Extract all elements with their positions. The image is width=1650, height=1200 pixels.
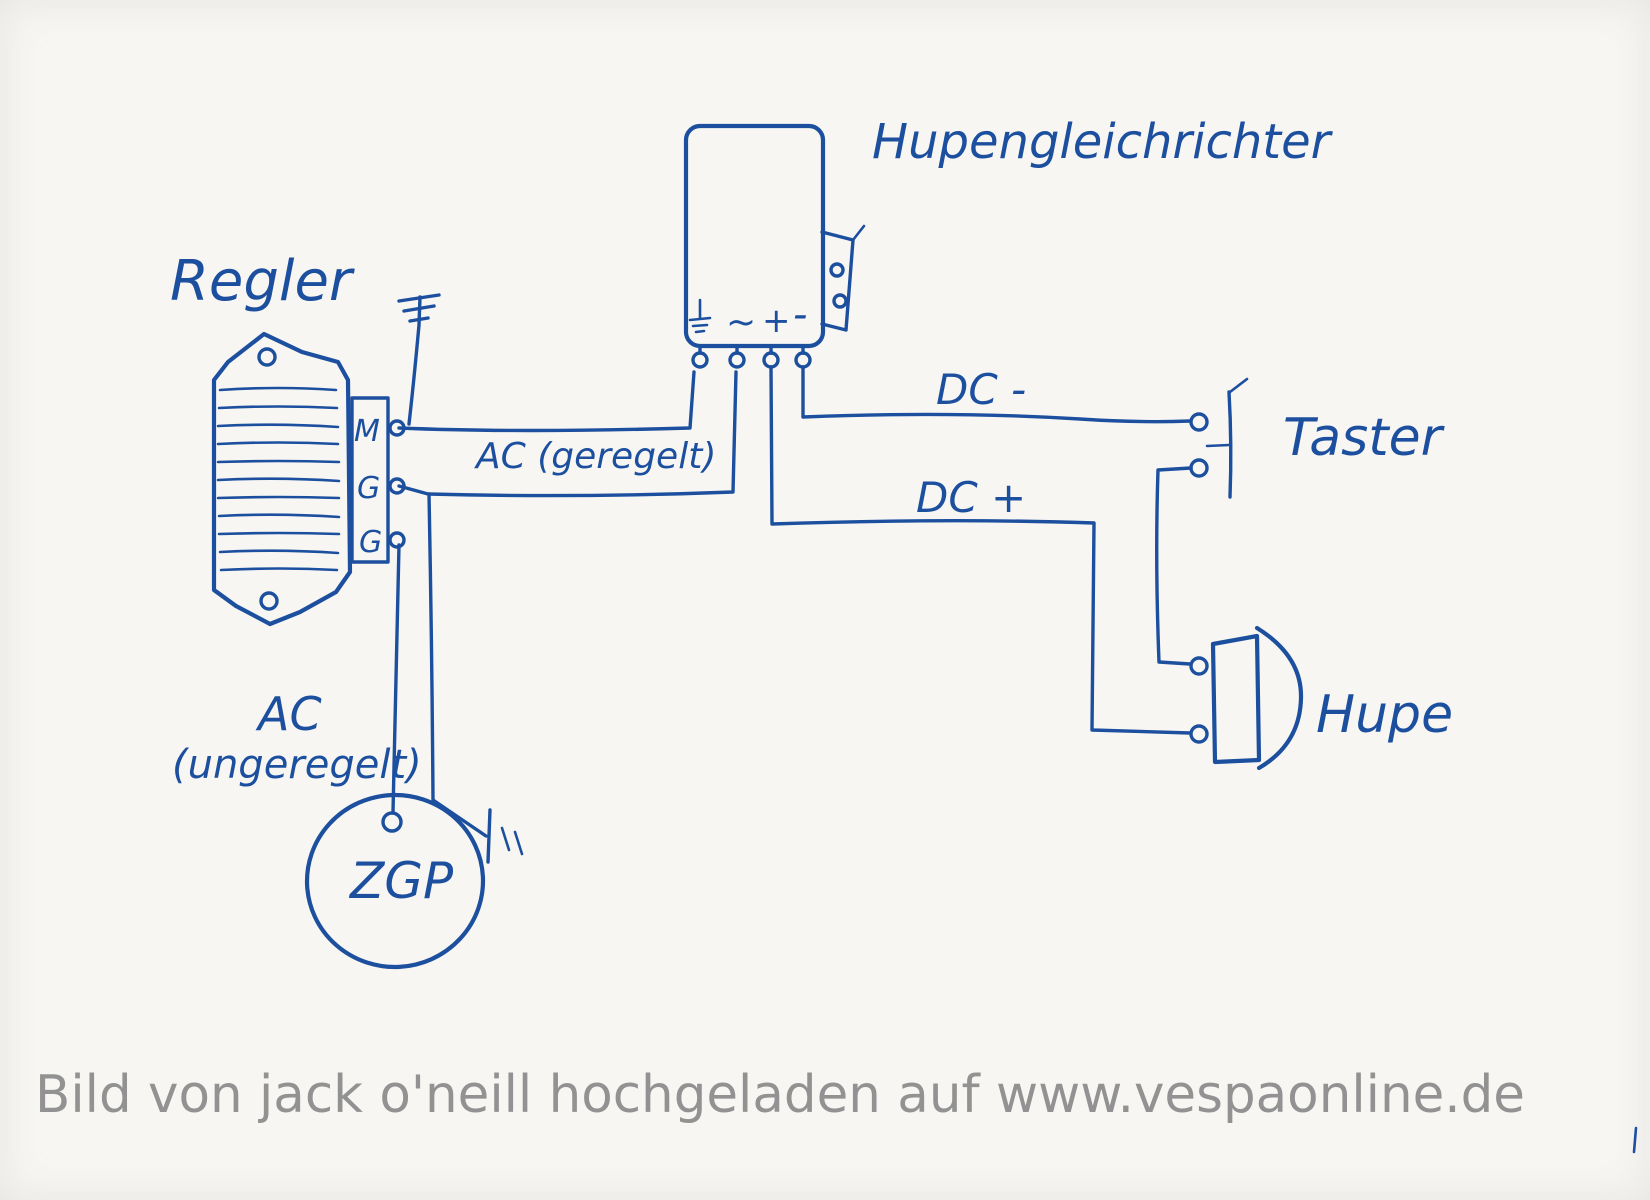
rectifier-terminal-4 — [794, 351, 812, 369]
regler-terminal-strip — [350, 396, 390, 564]
wire-ac-2 — [397, 370, 738, 498]
rectifier-minus-symbol: - — [793, 292, 807, 338]
hupe-label: Hupe — [1316, 685, 1453, 745]
wire-dc-minus — [801, 365, 1192, 424]
wires-ac-regulated — [397, 370, 738, 498]
taster-bar — [1227, 390, 1233, 499]
zgp-terminal — [381, 811, 403, 833]
dc-minus-label: DC - — [936, 365, 1026, 414]
wires-ac-unregulated — [391, 492, 488, 838]
taster-component: Taster — [1189, 377, 1446, 499]
taster-label: Taster — [1283, 408, 1446, 468]
rectifier-tab-hole-2 — [832, 293, 848, 309]
rectifier-side-tick — [851, 224, 866, 242]
ground-icon-top — [397, 293, 441, 426]
ac-unregulated-label-1: AC — [255, 687, 322, 741]
regler-label: Regler — [170, 249, 355, 314]
hupe-terminal-top — [1189, 656, 1209, 676]
rectifier-component: ~ + - Hupengleichrichter — [683, 114, 1334, 369]
wire-zgp-1 — [391, 543, 401, 814]
zgp-body — [304, 792, 486, 970]
hupe-terminal-bottom — [1189, 724, 1209, 744]
rectifier-plus-symbol: + — [762, 301, 791, 341]
ac-regulated-label: AC (geregelt) — [474, 436, 716, 477]
rectifier-terminal-2 — [728, 351, 746, 369]
dc-plus-label: DC + — [916, 473, 1026, 522]
rectifier-terminal-3 — [762, 351, 780, 369]
regler-mount-hole-bottom — [259, 591, 279, 611]
wire-ac-1 — [397, 370, 696, 433]
rectifier-label: Hupengleichrichter — [872, 114, 1334, 170]
regler-hatching — [216, 386, 341, 572]
regler-terminal-g1-label: G — [357, 471, 380, 506]
regler-terminal-m-label: M — [354, 414, 380, 449]
hupe-component: Hupe — [1189, 625, 1453, 771]
taster-mid-tick — [1205, 443, 1231, 448]
wire-zgp-2 — [427, 492, 488, 838]
rectifier-terminal-1 — [691, 351, 709, 369]
ac-unregulated-label-2: (ungeregelt) — [172, 742, 422, 788]
regler-terminal-g2-label: G — [359, 525, 382, 560]
rectifier-side-tab — [820, 230, 855, 332]
regler-body — [211, 331, 353, 627]
scan-artifact-mark — [1632, 1126, 1638, 1154]
ground-icon-rectifier — [688, 298, 712, 334]
taster-terminal-top — [1189, 412, 1209, 432]
zgp-label: ZGP — [348, 852, 454, 910]
regler-terminal-g2 — [388, 531, 406, 549]
rectifier-ac-symbol: ~ — [726, 302, 756, 343]
regler-component: M G G Regler — [170, 249, 406, 627]
hupe-dome — [1254, 625, 1304, 771]
regler-mount-hole-top — [257, 347, 277, 367]
hupe-body — [1210, 633, 1262, 765]
watermark-text: Bild von jack o'neill hochgeladen auf ww… — [35, 1065, 1525, 1125]
ground-icon-zgp — [486, 808, 524, 864]
wire-taster-to-hupe — [1155, 466, 1193, 666]
wire-dc-plus — [769, 365, 1192, 735]
taster-top-tick — [1228, 377, 1249, 394]
zgp-component: ZGP — [304, 792, 486, 970]
taster-terminal-bottom — [1189, 458, 1209, 478]
rectifier-tab-hole-1 — [829, 262, 845, 278]
rectifier-body — [683, 123, 826, 349]
